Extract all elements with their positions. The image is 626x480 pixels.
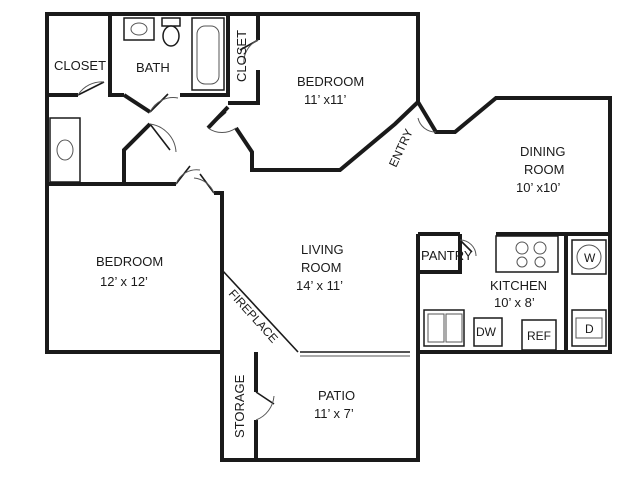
kitchen-name: KITCHEN xyxy=(490,278,547,293)
dining-name-line2: ROOM xyxy=(524,162,564,177)
dryer-label: D xyxy=(585,322,594,336)
bedroom-top-size: 11’ x11’ xyxy=(304,92,347,107)
refrigerator-label: REF xyxy=(527,329,551,343)
labels: CLOSET BATH CLOSET BEDROOM 11’ x11’ ENTR… xyxy=(54,30,596,438)
doors xyxy=(77,39,477,421)
fireplace-label: FIREPLACE xyxy=(226,287,281,346)
bedroom-top-name: BEDROOM xyxy=(297,74,364,89)
living-name-line2: ROOM xyxy=(301,260,341,275)
patio-size: 11’ x 7’ xyxy=(314,406,354,421)
dishwasher-label: DW xyxy=(476,325,497,339)
patio-name: PATIO xyxy=(318,388,355,403)
storage-label: STORAGE xyxy=(232,374,247,438)
washer-label: W xyxy=(584,251,596,265)
toilet-tank xyxy=(161,17,181,27)
stove xyxy=(495,235,559,273)
dishwasher xyxy=(473,317,503,347)
bedroom-left-size: 12’ x 12’ xyxy=(100,274,148,289)
walls xyxy=(45,12,612,462)
fireplace xyxy=(221,269,299,353)
dining-name-line1: DINING xyxy=(520,144,566,159)
closet-vertical-label: CLOSET xyxy=(234,30,249,82)
vanity-sink xyxy=(49,117,81,183)
dryer xyxy=(571,309,607,347)
pantry-label: PANTRY xyxy=(421,248,473,263)
refrigerator xyxy=(521,319,557,351)
toilet xyxy=(162,25,180,47)
kitchen-fixtures xyxy=(423,235,607,351)
living-size: 14’ x 11’ xyxy=(296,278,343,293)
closet-top-label: CLOSET xyxy=(54,58,106,73)
entry-label: ENTRY xyxy=(386,127,416,170)
living-name-line1: LIVING xyxy=(301,242,344,257)
washer xyxy=(571,239,607,275)
dining-size: 10’ x10’ xyxy=(516,180,560,195)
bathroom-sink xyxy=(123,17,155,41)
bedroom-left-name: BEDROOM xyxy=(96,254,163,269)
kitchen-size: 10’ x 8’ xyxy=(494,295,535,310)
bath-label: BATH xyxy=(136,60,170,75)
bath-fixtures xyxy=(49,17,225,183)
